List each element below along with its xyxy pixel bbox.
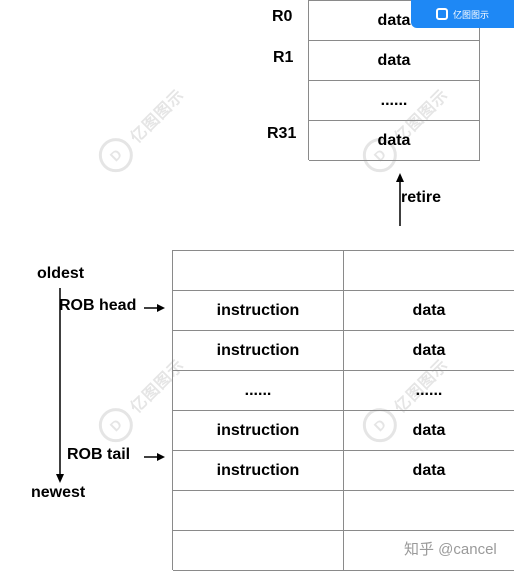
rob-instruction-cell: instruction: [173, 331, 344, 371]
rob-data-cell: [344, 251, 514, 291]
rob-instruction-cell: instruction: [173, 291, 344, 331]
rob-instruction-cell: ......: [173, 371, 344, 411]
register-cell: ......: [309, 81, 480, 121]
brand-logo-icon: [435, 8, 448, 20]
rob-head-label: ROB head: [59, 297, 137, 314]
rob-data-cell: [344, 491, 514, 531]
register-label-r31: R31: [267, 125, 297, 142]
rob-data-cell: data: [344, 411, 514, 451]
register-cell: data: [309, 41, 480, 81]
rob-instruction-cell: instruction: [173, 451, 344, 491]
register-cell: data: [309, 121, 480, 161]
register-file: data data ...... data: [308, 0, 480, 161]
rob-tail-label: ROB tail: [67, 446, 131, 463]
rob-data-cell: data: [344, 331, 514, 371]
rob-data-cell: data: [344, 451, 514, 491]
rob-tail-arrow: [144, 453, 165, 461]
age-arrow: [56, 288, 64, 483]
rob-instruction-cell: [173, 251, 344, 291]
rob-data-cell: data: [344, 291, 514, 331]
brand-badge: 亿图图示: [411, 0, 514, 28]
oldest-label: oldest: [37, 265, 85, 282]
rob-instruction-cell: [173, 491, 344, 531]
brand-badge-text: 亿图图示: [452, 9, 489, 20]
retire-label: retire: [401, 189, 442, 206]
rob-instruction-cell: [173, 531, 344, 571]
footer-credit: 知乎 @cancel: [404, 541, 497, 558]
register-label-r0: R0: [272, 8, 293, 25]
watermark: D 亿图图示: [91, 79, 192, 180]
register-label-r1: R1: [273, 49, 294, 66]
newest-label: newest: [31, 484, 86, 501]
rob-data-cell: ......: [344, 371, 514, 411]
rob-head-arrow: [144, 304, 165, 312]
retire-arrow: [396, 173, 404, 226]
rob-instruction-cell: instruction: [173, 411, 344, 451]
